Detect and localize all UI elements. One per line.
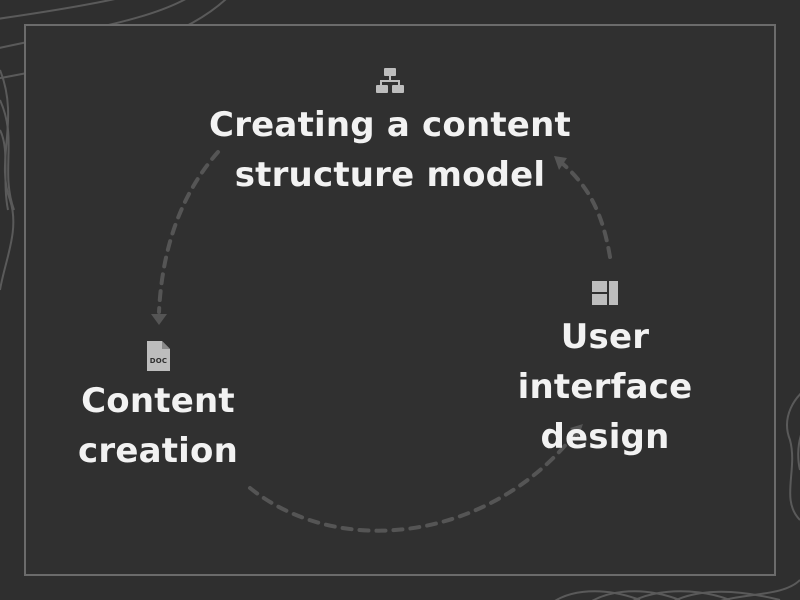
doc-file-icon: DOC [147, 341, 170, 371]
node-content-creation: DOC Content creation [58, 340, 258, 476]
node-label-line-1: User interface [517, 317, 693, 407]
node-user-interface-design: User interface design [470, 278, 740, 462]
doc-icon-text: DOC [150, 357, 168, 365]
arrow-top-to-left [157, 150, 220, 314]
node-label-line-1: Creating a content [209, 105, 571, 145]
sitemap-icon [376, 68, 404, 93]
node-label-line-2: creation [78, 431, 238, 471]
node-label-line-2: structure model [234, 155, 546, 195]
node-content-structure-model: Creating a content structure model [200, 66, 580, 200]
layout-icon [592, 281, 618, 305]
arrow-right-to-top [561, 162, 612, 259]
arrowhead-top [554, 156, 567, 170]
diagram-frame [24, 24, 776, 576]
arrowhead-right [570, 424, 583, 438]
node-label-line-2: design [540, 417, 670, 457]
node-label-line-1: Content [81, 381, 235, 421]
arrow-left-to-right [248, 433, 576, 533]
arrowhead-left [151, 314, 167, 325]
